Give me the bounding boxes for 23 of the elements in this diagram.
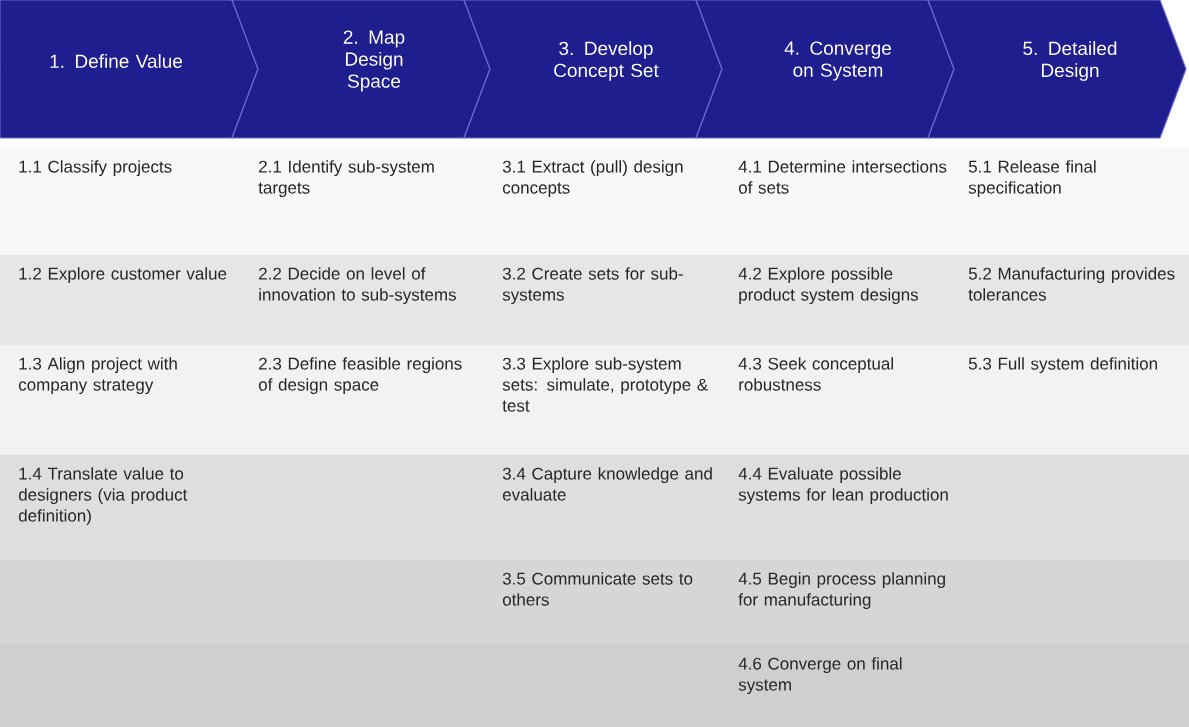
task-text: 5.3 Full system definition [968,357,1157,374]
task-text: 2.2 Decide on level of innovation to sub-systems [259,267,456,305]
task-text: 4.6 Converge on final system [738,657,902,695]
task-text: 4.2 Explore possible product system designs [738,267,919,305]
task-text: 4.5 Begin process planning for manufacturing [738,572,945,610]
task-text: 2.3 Define feasible regions of design space [258,357,462,395]
task-text: 1.2 Explore customer value [19,267,227,284]
task-text: 4.1 Determine intersections of sets [738,160,947,194]
task-text: 3.1 Extract (pull) design concepts [502,160,683,198]
chevron-step: 1. Define Value [0,0,259,139]
task-text: 3.4 Capture knowledge and evaluate [502,467,712,501]
node-label: 5. Detailed Design [1023,41,1117,81]
task-text: 4.4 Evaluate possible systems for lean production [738,467,948,505]
task-text: 1.3 Align project with company strategy [18,357,177,395]
task-text: 5.1 Release final specification [968,160,1096,198]
task-text: 1.1 Classify projects [19,160,172,177]
task-text: 3.3 Explore sub-system sets: simulate, prototype & test [502,357,708,412]
task-text: 5.2 Manufacturing provides tolerances [968,267,1175,301]
task-text: 3.2 Create sets for sub-systems [502,267,683,305]
task-text: 2.1 Identify sub-system targets [258,160,434,198]
task-text: 4.3 Seek conceptual robustness [738,357,893,391]
task-text: 1.4 Translate value to designers (via product definition) [18,467,188,526]
task-text: 3.5 Communicate sets to others [502,572,693,606]
